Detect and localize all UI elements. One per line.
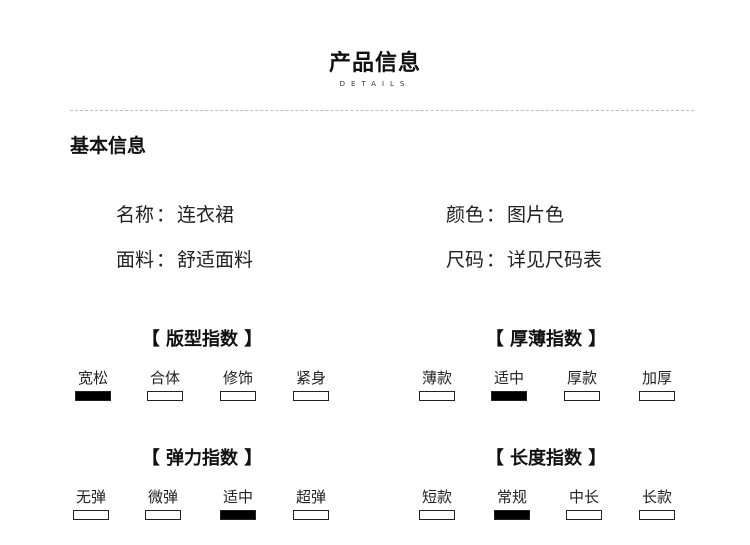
info-label: 颜色 [446, 204, 485, 226]
index-indicator [220, 510, 256, 520]
index-option: 紧身 [281, 369, 341, 401]
info-name: 名称：连衣裙 [116, 200, 234, 227]
index-indicator [419, 391, 455, 401]
info-value: 舒适面料 [177, 249, 254, 271]
info-value: 图片色 [507, 204, 565, 226]
index-option-label: 紧身 [295, 369, 326, 387]
index-option-label: 常规 [496, 488, 527, 506]
index-option: 适中 [208, 488, 268, 520]
index-option: 厚款 [552, 369, 612, 401]
index-option-label: 薄款 [421, 369, 452, 387]
index-title-fit: 【 版型指数 】 [141, 329, 263, 350]
index-option-label: 适中 [222, 488, 253, 506]
index-option: 无弹 [61, 488, 121, 520]
info-separator: ： [156, 204, 176, 226]
info-label: 面料 [116, 249, 155, 271]
index-option: 超弹 [281, 488, 341, 520]
index-option-label: 合体 [149, 369, 180, 387]
index-option-label: 超弹 [295, 488, 326, 506]
index-option-label: 宽松 [77, 369, 108, 387]
index-option-label: 短款 [421, 488, 452, 506]
page-title: 产品信息 [328, 51, 421, 76]
divider [70, 110, 694, 111]
index-indicator [147, 391, 183, 401]
index-option: 微弹 [133, 488, 193, 520]
info-separator: ： [156, 249, 176, 271]
index-indicator [419, 510, 455, 520]
index-indicator [639, 510, 675, 520]
index-option-label: 中长 [568, 488, 599, 506]
index-option: 中长 [554, 488, 614, 520]
info-label: 尺码 [446, 249, 485, 271]
info-fabric: 面料：舒适面料 [116, 245, 253, 272]
index-indicator [293, 510, 329, 520]
index-indicator [293, 391, 329, 401]
info-separator: ： [486, 249, 506, 271]
index-indicator [491, 391, 527, 401]
index-title-elasticity: 【 弹力指数 】 [141, 448, 263, 469]
index-option-label: 微弹 [147, 488, 178, 506]
index-indicator [566, 510, 602, 520]
page-subtitle: DETAILS [339, 80, 411, 88]
index-indicator [145, 510, 181, 520]
info-color: 颜色：图片色 [446, 200, 564, 227]
index-indicator [75, 391, 111, 401]
index-indicator [494, 510, 530, 520]
index-title-length: 【 长度指数 】 [485, 448, 607, 469]
index-option: 薄款 [407, 369, 467, 401]
index-title-thickness: 【 厚薄指数 】 [485, 329, 607, 350]
index-option: 适中 [479, 369, 539, 401]
index-indicator [220, 391, 256, 401]
index-option-label: 长款 [641, 488, 672, 506]
index-option: 合体 [135, 369, 195, 401]
section-heading-basic-info: 基本信息 [70, 135, 147, 157]
index-indicator [73, 510, 109, 520]
index-option-label: 适中 [493, 369, 524, 387]
index-indicator [564, 391, 600, 401]
index-option: 长款 [627, 488, 687, 520]
index-option: 常规 [482, 488, 542, 520]
index-option-label: 厚款 [566, 369, 597, 387]
info-separator: ： [486, 204, 506, 226]
info-label: 名称 [116, 204, 155, 226]
index-option: 宽松 [63, 369, 123, 401]
index-indicator [639, 391, 675, 401]
info-value: 详见尺码表 [507, 249, 603, 271]
index-option: 修饰 [208, 369, 268, 401]
index-option: 短款 [407, 488, 467, 520]
index-option: 加厚 [627, 369, 687, 401]
index-option-label: 修饰 [222, 369, 253, 387]
info-value: 连衣裙 [177, 204, 235, 226]
index-option-label: 加厚 [641, 369, 672, 387]
info-size: 尺码：详见尺码表 [446, 245, 602, 272]
index-option-label: 无弹 [75, 488, 106, 506]
